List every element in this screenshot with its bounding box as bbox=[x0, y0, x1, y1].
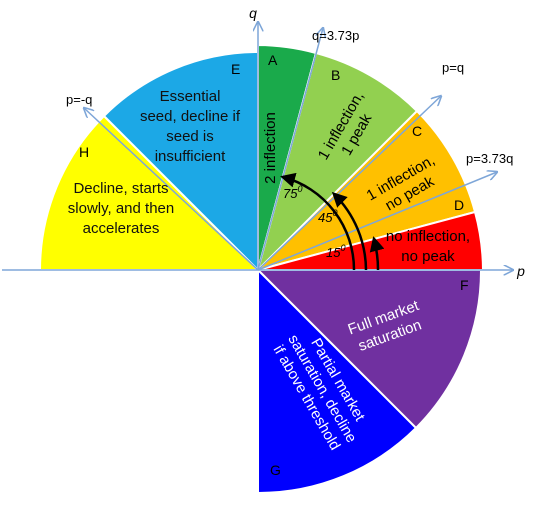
region-g-letter: G bbox=[270, 462, 281, 478]
angle-arrows bbox=[280, 172, 385, 271]
sector-g bbox=[257, 267, 418, 495]
region-b-letter: B bbox=[331, 67, 340, 83]
angle-45-label: 450 bbox=[318, 208, 337, 225]
line-p-neg-q bbox=[84, 108, 259, 271]
sector-f bbox=[255, 269, 483, 430]
region-a-letter: A bbox=[268, 52, 278, 68]
label-p-373q: p=3.73q bbox=[466, 151, 513, 166]
angle-75-label: 750 bbox=[283, 184, 302, 201]
line-q-373p bbox=[257, 28, 323, 271]
sector-h bbox=[38, 114, 261, 271]
region-d-letter: D bbox=[454, 197, 464, 213]
arrow-15 bbox=[369, 236, 385, 271]
sector-b bbox=[256, 51, 419, 274]
region-d-text: no inflection,no peak bbox=[386, 228, 470, 265]
label-p-neg-q: p=-q bbox=[66, 92, 92, 107]
sector-e bbox=[102, 50, 259, 273]
q-axis-label: q bbox=[249, 5, 257, 21]
region-a-text: 2 inflection bbox=[262, 112, 279, 184]
svg-text:no inflection,no peak: no inflection,no peak bbox=[386, 228, 470, 265]
line-p-eq-q bbox=[257, 96, 441, 271]
region-e-letter: E bbox=[231, 61, 240, 77]
label-p-eq-q: p=q bbox=[442, 60, 464, 75]
angle-15-label: 150 bbox=[326, 243, 345, 260]
svg-text:2 inflection: 2 inflection bbox=[262, 112, 279, 184]
label-q-373p: q=3.73p bbox=[312, 28, 359, 43]
axis-lines bbox=[2, 22, 513, 270]
line-p-373q bbox=[257, 172, 497, 271]
region-h-letter: H bbox=[79, 144, 89, 160]
arrow-75 bbox=[280, 172, 356, 271]
region-c-letter: C bbox=[412, 123, 422, 139]
sector-c bbox=[254, 109, 477, 272]
p-axis-label: p bbox=[516, 263, 525, 279]
region-f-letter: F bbox=[460, 277, 469, 293]
arrow-45 bbox=[331, 191, 368, 271]
